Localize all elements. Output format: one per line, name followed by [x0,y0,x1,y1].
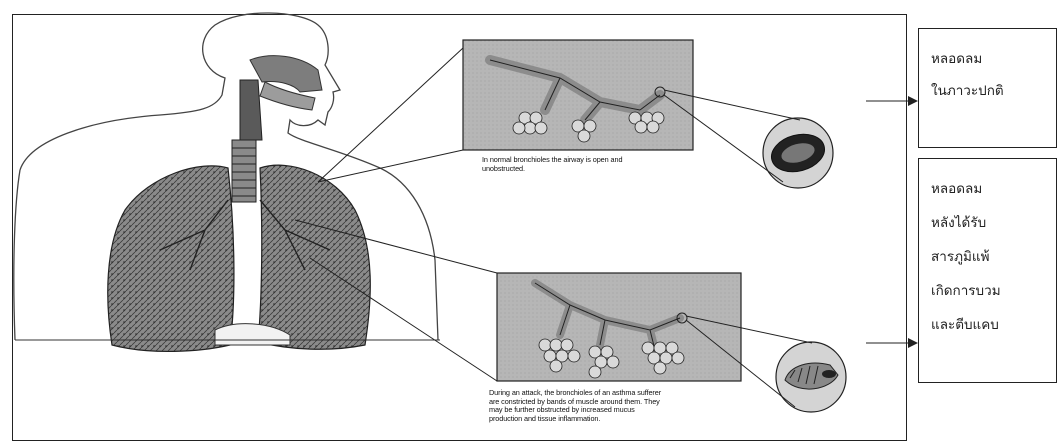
arrowheads [908,96,918,348]
normal-cross-section [763,118,833,188]
attack-caption: During an attack, the bronchioles of an … [489,389,665,423]
attack-bronchiole-panel [497,273,741,381]
normal-label-line-2: ในภาวะปกติ [931,79,1056,101]
diaphragm [15,324,440,345]
attack-cross-section [776,342,846,412]
trachea [232,140,256,202]
normal-airway-label-box: หลอดลม ในภาวะปกติ [918,28,1057,148]
attack-label-line-4: เกิดการบวม [931,279,1056,301]
attack-label-line-1: หลอดลม [931,177,1056,199]
normal-label-line-1: หลอดลม [931,47,1056,69]
attack-label-line-3: สารภูมิแพ้ [931,245,1056,267]
attack-label-line-2: หลังได้รับ [931,211,1056,233]
attack-label-line-5: และตีบแคบ [931,313,1056,335]
normal-bronchiole-panel [463,40,693,150]
attack-airway-label-box: หลอดลม หลังได้รับ สารภูมิแพ้ เกิดการบวม … [918,158,1057,383]
normal-caption: In normal bronchioles the airway is open… [482,156,657,173]
head-airway [240,56,322,140]
